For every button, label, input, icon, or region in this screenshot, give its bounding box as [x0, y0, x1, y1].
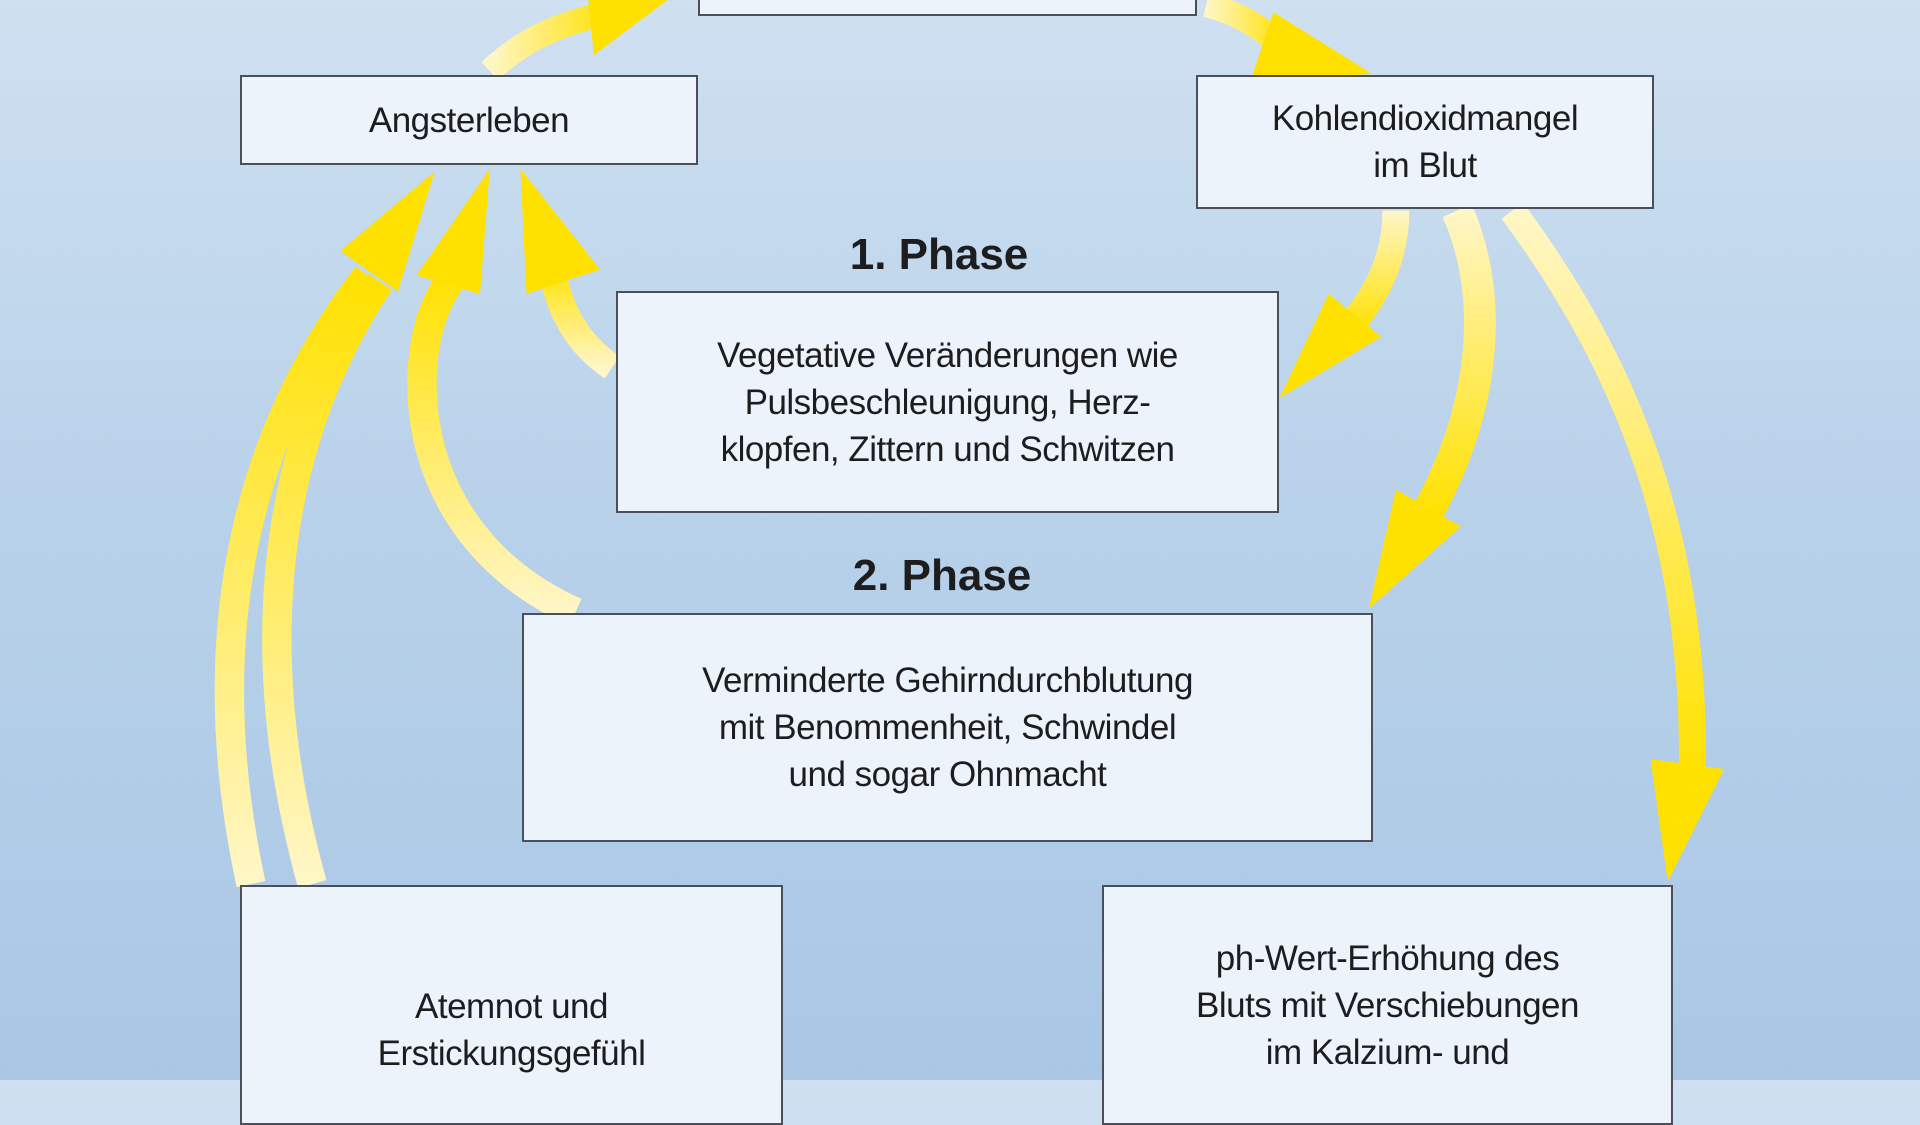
text-line: mit Benommenheit, Schwindel	[718, 708, 1177, 747]
text-line: Kohlendioxidmangel	[1271, 99, 1579, 138]
text-line: klopfen, Zittern und Schwitzen	[720, 429, 1175, 469]
arrowhead	[588, 0, 668, 56]
arrow-kohlendioxid-to-vegetative	[1336, 210, 1410, 340]
arrowhead	[1248, 12, 1372, 86]
arrows-layer	[214, 0, 1725, 889]
text-line: Vegetative Veränderungen wie	[717, 335, 1178, 375]
arrow-verminderte-to-angst	[407, 267, 582, 626]
text-line: und sogar Ohnmacht	[788, 755, 1107, 794]
box-verminderte: Verminderte Gehirndurchblutung mit Benomm…	[522, 613, 1373, 842]
box-angsterleben: Angsterleben	[240, 75, 698, 165]
arrowhead	[340, 171, 435, 292]
arrowhead	[520, 168, 600, 294]
arrow-kohlendioxid-to-phwert	[1501, 202, 1706, 772]
arrowhead	[1368, 489, 1461, 609]
text-line: Pulsbeschleunigung, Herz-	[744, 382, 1151, 422]
arrow-atemnot-to-angst-b	[262, 273, 392, 889]
text-line: im Blut	[1373, 146, 1477, 185]
text-line: ph-Wert-Erhöhung des	[1215, 939, 1560, 978]
arrowhead	[1279, 293, 1382, 398]
arrowhead	[416, 168, 490, 294]
angsterleben-text: Angsterleben	[368, 100, 570, 140]
top-box	[698, 0, 1197, 16]
arrow-atemnot-to-angst-a	[214, 266, 379, 888]
text-line: Bluts mit Verschiebungen	[1196, 986, 1579, 1025]
phase-2-label: 2. Phase	[852, 551, 1032, 600]
text-line: Atemnot und	[415, 987, 608, 1026]
text-line: Verminderte Gehirndurchblutung	[702, 661, 1193, 700]
phase-1-label: 1. Phase	[849, 230, 1029, 279]
arrow-kohlendioxid-to-verminderte	[1412, 204, 1496, 523]
arrowhead	[1650, 759, 1725, 882]
text-line: Erstickungsgefühl	[377, 1034, 646, 1073]
box-kohlendioxidmangel: Kohlendioxidmangel im Blut	[1196, 75, 1654, 209]
text-line: im Kalzium- und	[1265, 1033, 1510, 1072]
